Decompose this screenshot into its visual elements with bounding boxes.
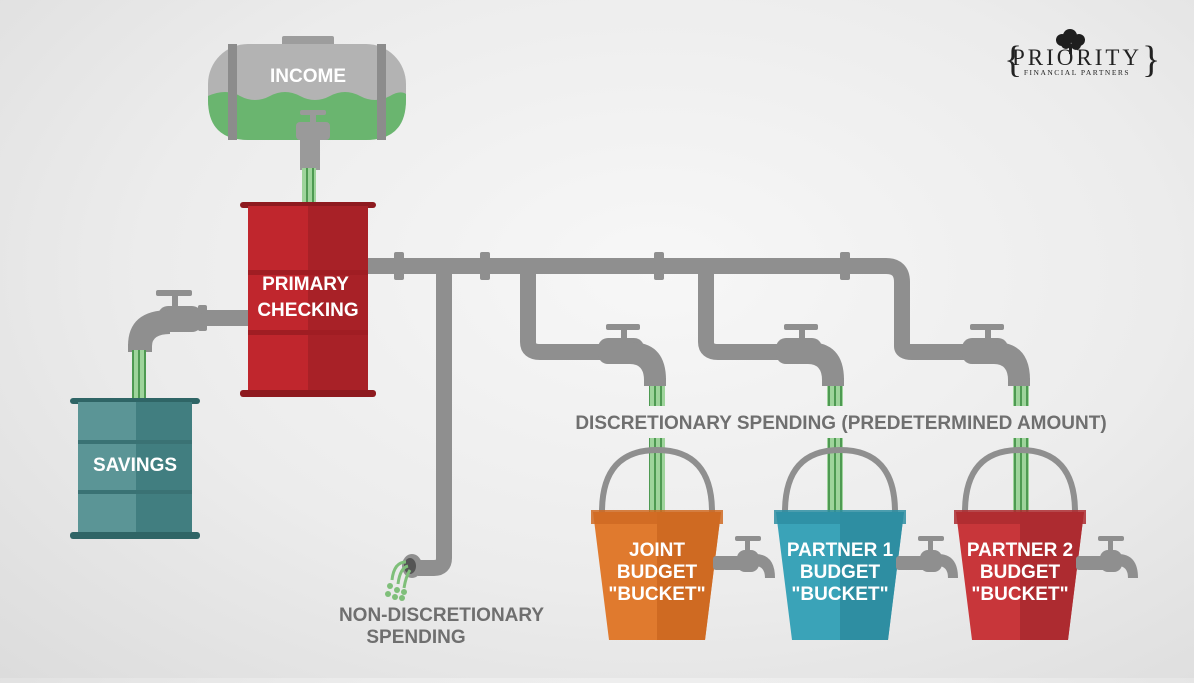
partner-2-bucket-handle (962, 446, 1078, 513)
income-tank (208, 36, 406, 202)
tree-icon (1056, 29, 1085, 54)
pipe-network (200, 258, 972, 576)
partner-2-bucket-shade (1020, 512, 1084, 640)
primary-checking-label: PRIMARY CHECKING (257, 274, 358, 321)
partner-1-bucket-handle (782, 446, 898, 513)
primary-checking-line-2: CHECKING (257, 300, 358, 321)
joint-faucet (598, 324, 666, 386)
partner-1-bucket-line-1: PARTNER 1 (787, 540, 894, 561)
partner-1-bucket-shade (840, 512, 904, 640)
logo-brace-left: { (1004, 39, 1022, 81)
partner-1-bucket-spigot-icon (896, 536, 958, 578)
discretionary-spending-label: DISCRETIONARY SPENDING (PREDETERMINED AM… (575, 413, 1106, 434)
priority-logo: { } PRIORITY FINANCIAL PARTNERS (1004, 29, 1160, 81)
joint-bucket-shade (657, 512, 721, 640)
savings-faucet (128, 290, 202, 400)
logo-name: PRIORITY (1012, 45, 1142, 70)
joint-bucket-line-1: JOINT (629, 540, 685, 561)
joint-bucket-line-3: "BUCKET" (608, 584, 705, 605)
logo-subtitle: FINANCIAL PARTNERS (1024, 68, 1130, 77)
non-discretionary-line-1: NON-DISCRETIONARY (339, 605, 544, 626)
partner-2-bucket-line-2: BUDGET (980, 562, 1061, 583)
partner-2-faucet (962, 324, 1030, 386)
joint-bucket-handle (599, 446, 715, 513)
joint-bucket-spigot-icon (713, 536, 775, 578)
money-streams (649, 386, 1029, 514)
partner-2-bucket-line-3: "BUCKET" (971, 584, 1068, 605)
non-discretionary-outlet (385, 554, 422, 601)
partner-1-bucket-line-2: BUDGET (800, 562, 881, 583)
non-discretionary-line-2: SPENDING (366, 627, 465, 648)
partner-2-bucket-line-1: PARTNER 2 (967, 540, 1073, 561)
non-discretionary-label: NON-DISCRETIONARY SPENDING (339, 605, 549, 648)
savings-label: SAVINGS (93, 455, 177, 476)
partner-2-bucket-rim (954, 510, 1086, 524)
partner-2-bucket-spigot-icon (1076, 536, 1138, 578)
budget-faucets (598, 324, 1030, 386)
primary-checking-line-1: PRIMARY (262, 274, 349, 295)
partner-1-bucket-line-3: "BUCKET" (791, 584, 888, 605)
income-label: INCOME (270, 66, 346, 87)
joint-bucket-line-2: BUDGET (617, 562, 698, 583)
partner-1-bucket-rim (774, 510, 906, 524)
partner-1-faucet (776, 324, 844, 386)
logo-brace-right: } (1142, 39, 1160, 81)
joint-bucket-rim (591, 510, 723, 524)
savings-barrel (70, 398, 200, 539)
primary-checking-barrel (240, 202, 376, 397)
